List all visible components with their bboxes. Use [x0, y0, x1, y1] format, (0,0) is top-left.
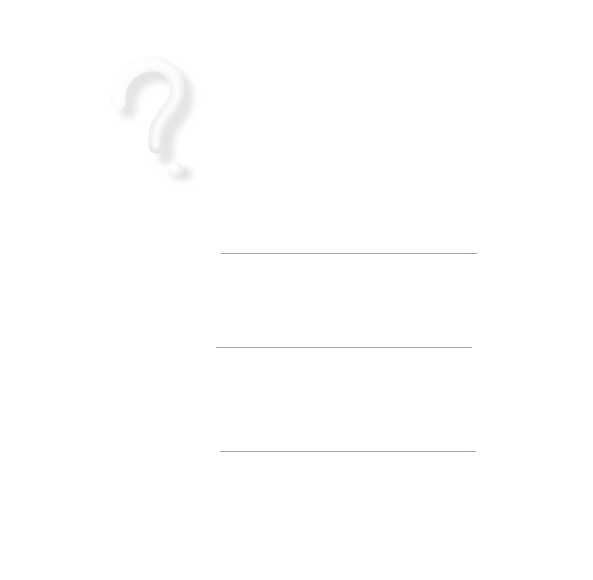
question-mark-icon: [110, 56, 194, 180]
input-line-3: [220, 451, 476, 452]
input-line-1: [221, 253, 477, 254]
input-line-2: [216, 347, 472, 348]
